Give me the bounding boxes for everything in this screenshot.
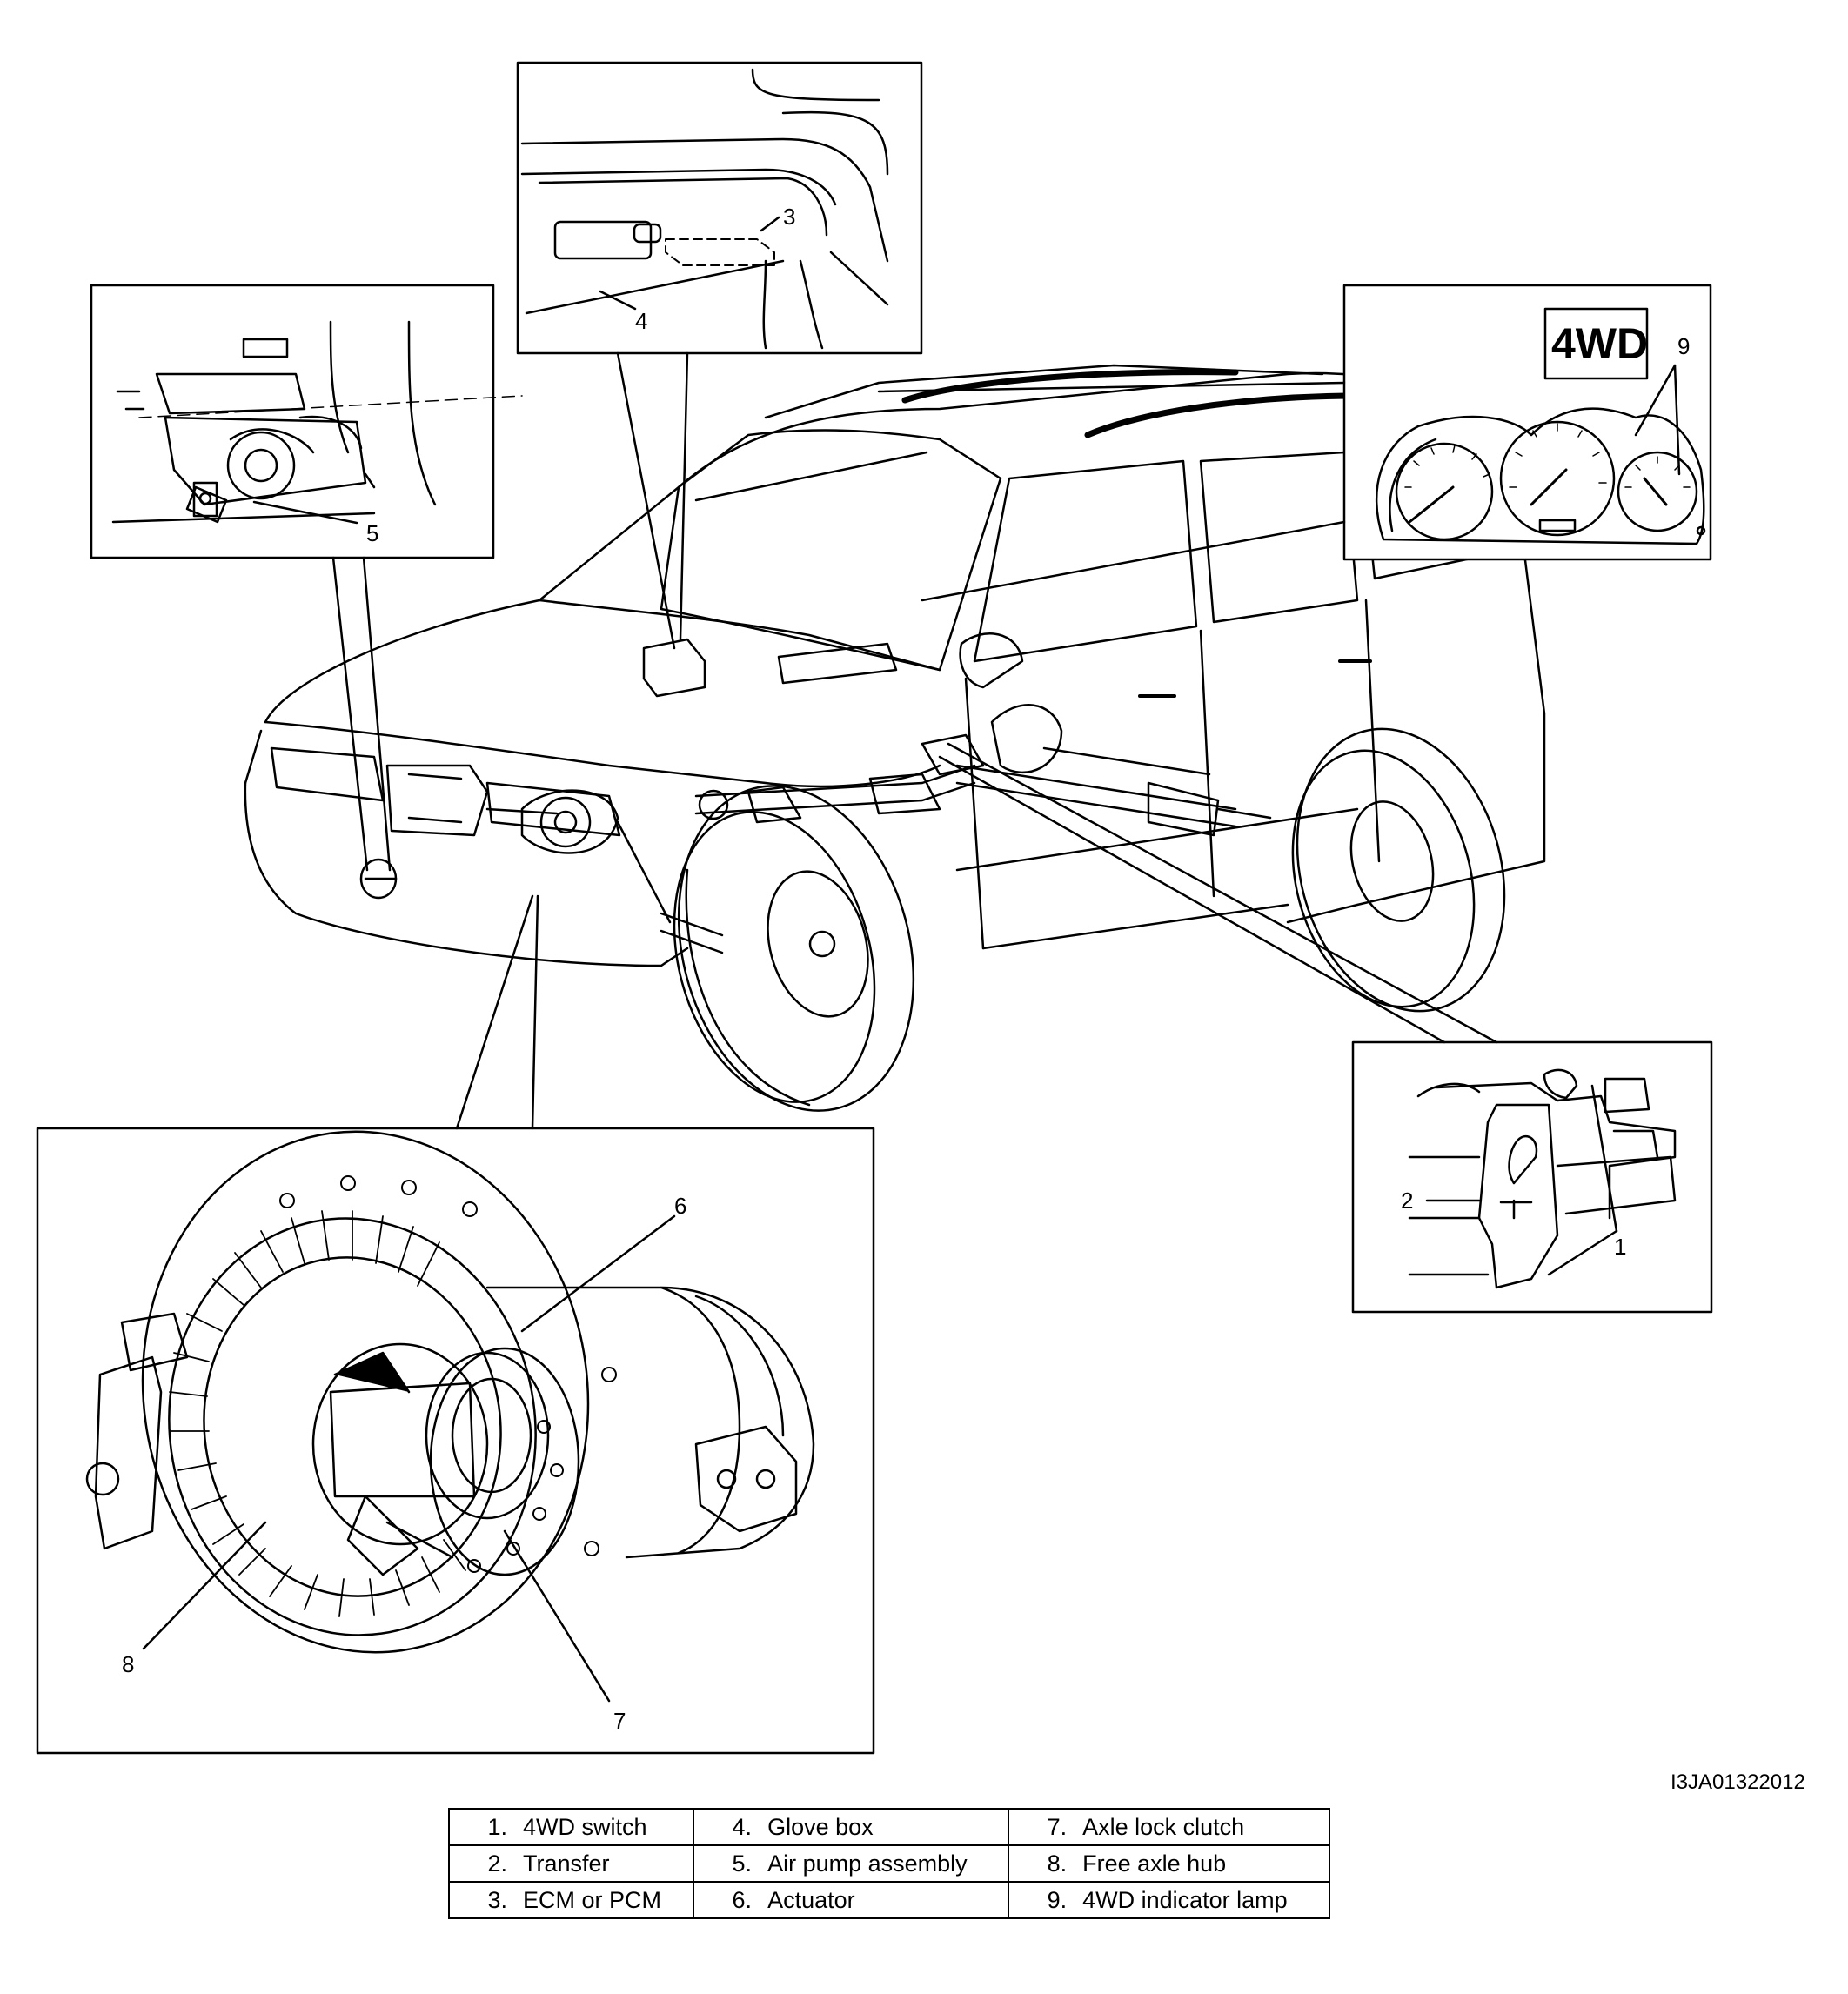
leader-8	[142, 1521, 267, 1650]
ring-gear-teeth	[169, 1210, 466, 1617]
legend-cell: 8.Free axle hub	[1008, 1844, 1330, 1883]
parts-legend-table: 1.4WD switch 4.Glove box 7.Axle lock clu…	[447, 1808, 1330, 1919]
rear-wheel	[1291, 727, 1506, 1013]
leader-1a	[1590, 1084, 1618, 1233]
callout-2: 2	[1401, 1188, 1413, 1214]
leader-5	[252, 500, 358, 525]
legend-cell: 5.Air pump assembly	[693, 1844, 1010, 1883]
callout-7: 7	[613, 1708, 626, 1734]
callout-1: 1	[1614, 1234, 1626, 1260]
inset-meter-cluster: 4WD	[1342, 284, 1712, 561]
front-wheel	[673, 785, 915, 1112]
inset-5-pointer	[331, 556, 392, 872]
callout-8: 8	[122, 1651, 134, 1677]
legend-row: 2.Transfer 5.Air pump assembly 8.Free ax…	[447, 1844, 1330, 1883]
inset-9-pointer	[877, 381, 1346, 602]
inset-diff-pointer	[455, 894, 539, 1130]
inset-transfer	[1351, 1040, 1713, 1314]
legend-cell: 9.4WD indicator lamp	[1008, 1881, 1330, 1919]
indicator-4wd-label: 4WD	[1551, 319, 1648, 368]
leader-7	[503, 1529, 611, 1703]
callout-3: 3	[783, 204, 795, 230]
leader-4	[599, 290, 637, 311]
legend-cell: 7.Axle lock clutch	[1008, 1808, 1330, 1846]
inset-air-pump	[90, 284, 523, 559]
legend-cell: 2.Transfer	[447, 1844, 695, 1883]
callout-5: 5	[366, 520, 378, 546]
legend-cell: 6.Actuator	[693, 1881, 1010, 1919]
legend-row: 3.ECM or PCM 6.Actuator 9.4WD indicator …	[447, 1881, 1330, 1919]
gauge-ticks	[1404, 423, 1691, 488]
figure-id: I3JA01322012	[1671, 1770, 1805, 1794]
legend-cell: 1.4WD switch	[447, 1808, 695, 1846]
inset-4-pointer	[616, 351, 689, 650]
callout-4: 4	[635, 308, 647, 334]
callout-6: 6	[674, 1193, 686, 1219]
legend-cell: 3.ECM or PCM	[447, 1881, 695, 1919]
inset-differential	[36, 1127, 875, 1755]
drivetrain	[359, 704, 1272, 954]
leader-9a	[1634, 364, 1677, 437]
legend-cell: 4.Glove box	[693, 1808, 1010, 1846]
callout-9: 9	[1677, 333, 1690, 359]
leader-3	[760, 216, 780, 232]
leader-9b	[1673, 364, 1681, 476]
inset-glove-box	[516, 61, 923, 355]
carrier-bolts	[279, 1175, 617, 1573]
leader-6	[520, 1214, 676, 1333]
inset-transfer-pointer	[938, 742, 1498, 1044]
legend-row: 1.4WD switch 4.Glove box 7.Axle lock clu…	[447, 1808, 1330, 1846]
leader-1b	[1547, 1229, 1618, 1276]
